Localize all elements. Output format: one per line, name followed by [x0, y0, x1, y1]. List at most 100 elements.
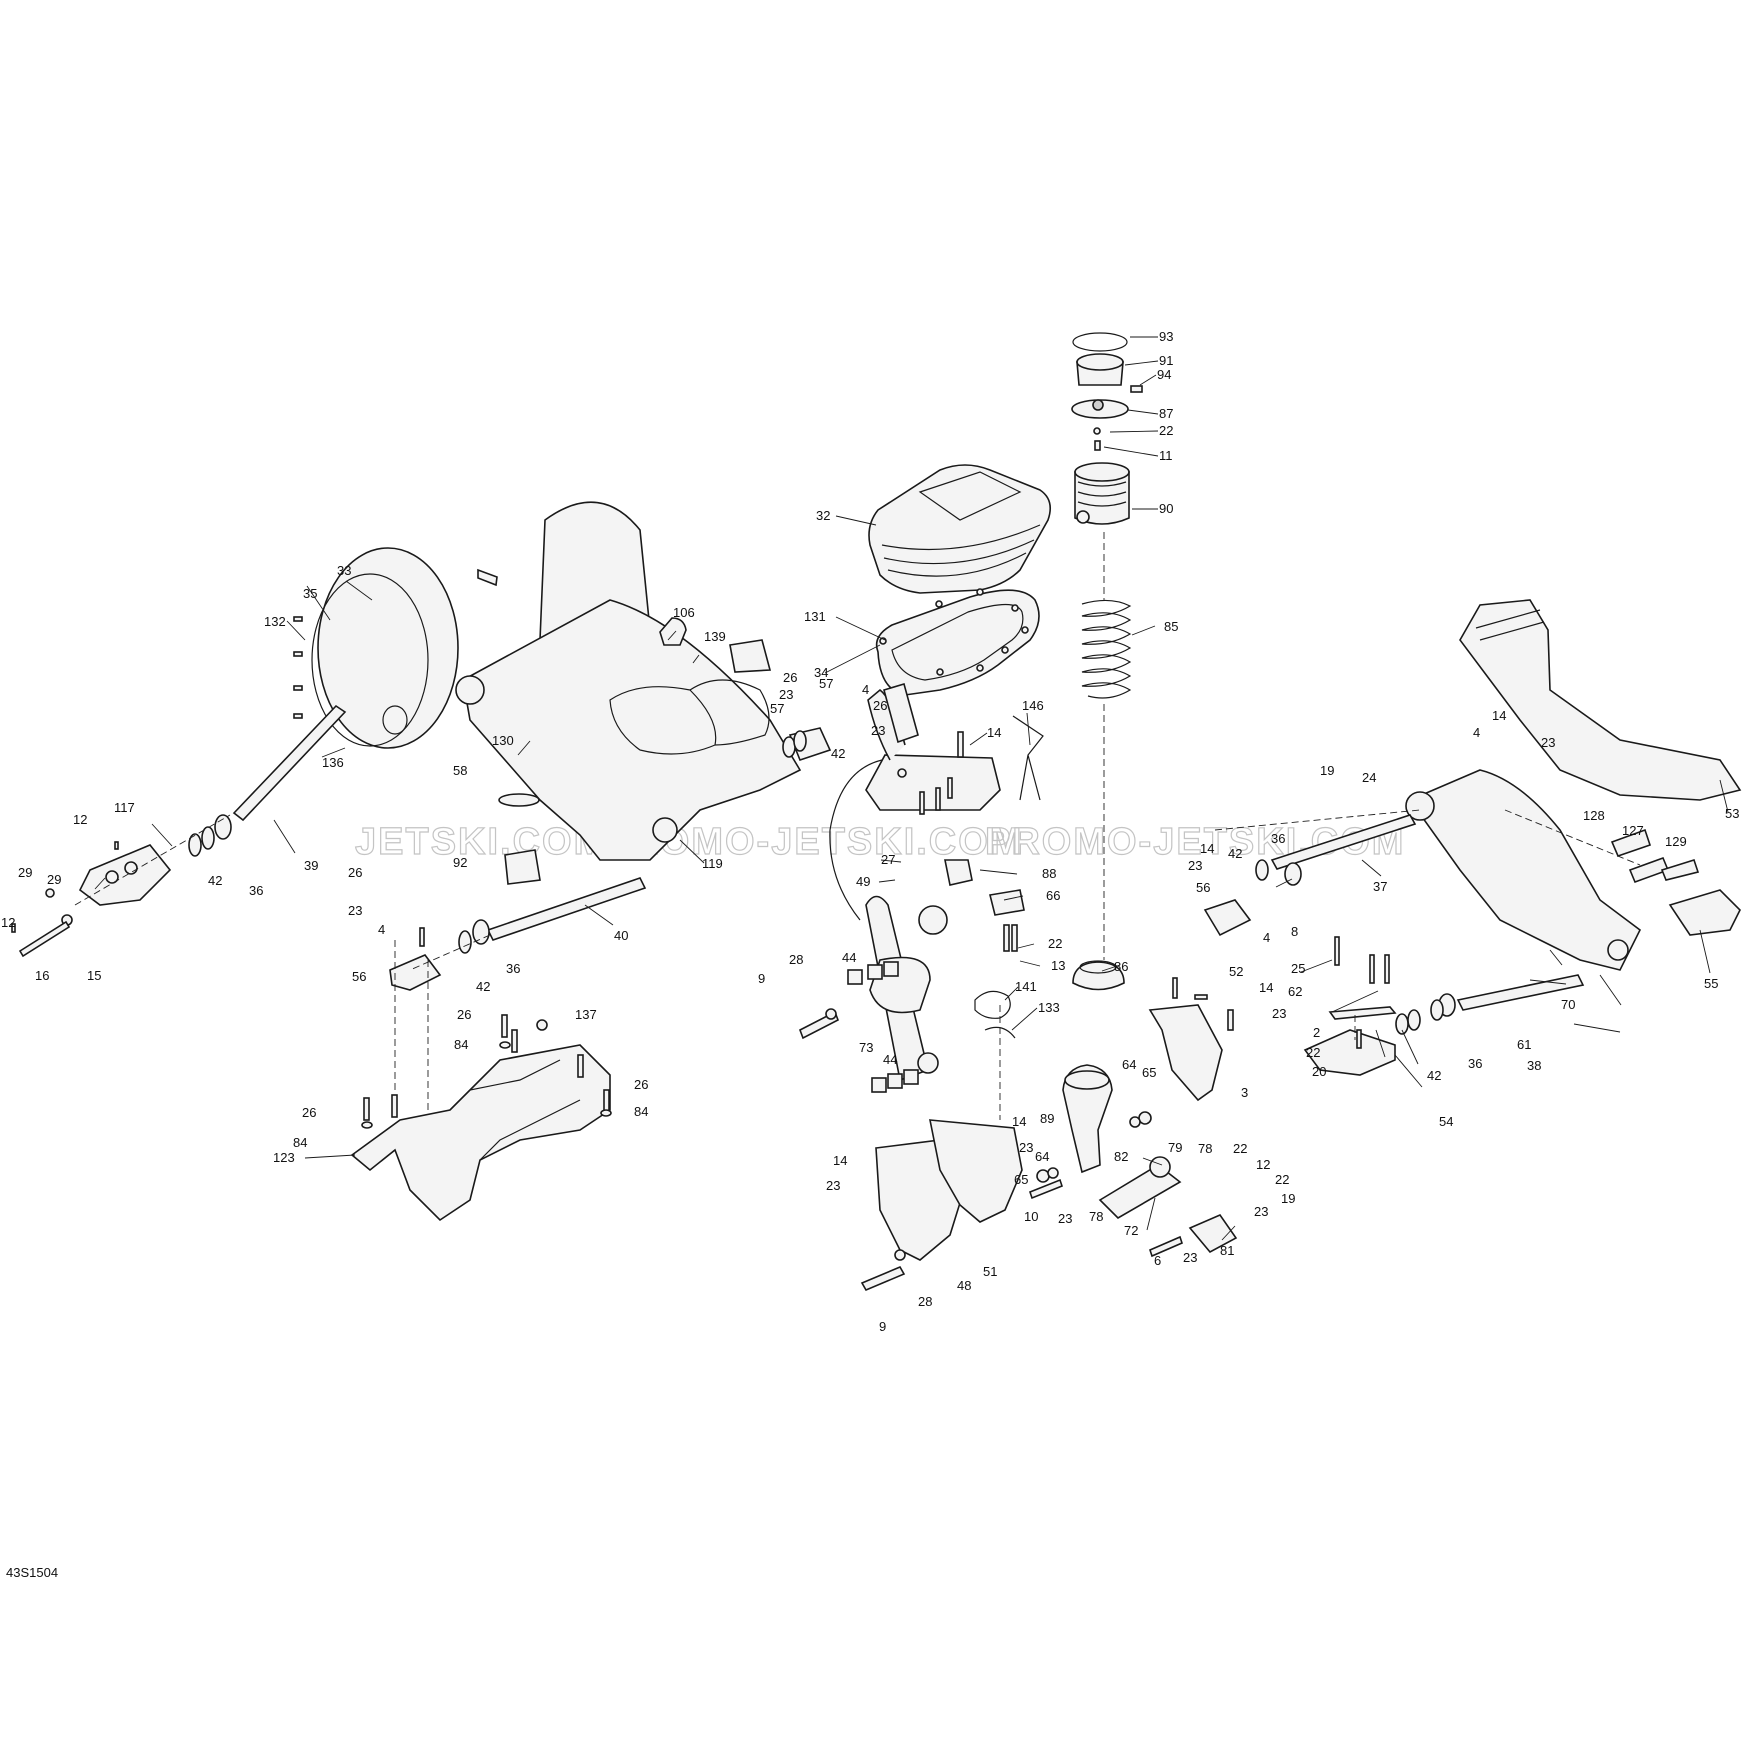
seal-42-d — [782, 736, 796, 758]
callout-label: 32 — [816, 508, 830, 523]
swing-arm-pivot-left — [455, 675, 485, 705]
callout-label: 10 — [1024, 1209, 1038, 1224]
seal-42-b — [188, 833, 202, 857]
cap-106 — [659, 617, 687, 646]
housing-90-port — [1076, 510, 1090, 524]
callout-label: 23 — [1183, 1250, 1197, 1265]
callout-label: 23 — [1254, 1204, 1268, 1219]
callout-label: 37 — [1373, 879, 1387, 894]
reservoir-line — [829, 759, 883, 921]
swing-arm-70-rear-pivot — [1607, 939, 1629, 961]
callout-label: 9 — [758, 971, 765, 986]
cover-32-opening — [918, 471, 1022, 521]
screw-12-b — [114, 841, 119, 850]
callout-label: 70 — [1561, 997, 1575, 1012]
callout-label: 23 — [1019, 1140, 1033, 1155]
swing-arm-pivot-right — [652, 817, 678, 843]
screws-132 — [293, 616, 303, 719]
bushing-64-left — [1047, 1167, 1059, 1179]
callout-label: 42 — [831, 746, 845, 761]
callout-label: 56 — [352, 969, 366, 984]
callout-label: 42 — [476, 979, 490, 994]
callout-label: 6 — [1154, 1253, 1161, 1268]
grommet-92 — [504, 849, 541, 885]
callout-label: 82 — [1114, 1149, 1128, 1164]
callout-label: 42 — [208, 873, 222, 888]
callout-label: 85 — [1164, 619, 1178, 634]
callout-label: 22 — [1233, 1141, 1247, 1156]
seal-42-f — [1255, 859, 1269, 881]
cover-32-ribs — [881, 524, 1041, 577]
shaft-38 — [1456, 974, 1585, 1011]
callout-label: 23 — [1541, 735, 1555, 750]
callout-label: 38 — [1527, 1058, 1541, 1073]
callout-label: 36 — [1468, 1056, 1482, 1071]
callout-label: 94 — [1157, 367, 1171, 382]
screw-12-a — [11, 923, 16, 933]
callout-label: 93 — [1159, 329, 1173, 344]
link-72 — [1098, 1164, 1182, 1220]
callout-label: 64 — [1122, 1057, 1136, 1072]
callout-label: 36 — [1271, 831, 1285, 846]
callout-label: 24 — [1362, 770, 1376, 785]
callout-label: 48 — [957, 1278, 971, 1293]
bolt-16 — [18, 920, 71, 958]
bearing-block-117 — [78, 844, 172, 906]
bracket-49 — [865, 754, 1001, 811]
cross-member-bolts-26 — [363, 1014, 610, 1121]
callout-label: 29 — [47, 872, 61, 887]
bearing-block-hole-2 — [124, 861, 138, 875]
grommet-upper — [729, 639, 772, 673]
shock-top-assembly — [1071, 332, 1143, 991]
callout-label: 8 — [1291, 924, 1298, 939]
callout-label: 78 — [1198, 1141, 1212, 1156]
callout-label: 26 — [873, 698, 887, 713]
callout-label: 141 — [1015, 979, 1037, 994]
lower-center-brackets — [860, 977, 1238, 1292]
bolt-6 — [1149, 1235, 1183, 1258]
fitting-139 — [477, 568, 498, 587]
callout-label: 28 — [789, 952, 803, 967]
cap-137 — [536, 1019, 548, 1031]
bracket-52 — [1148, 1004, 1223, 1102]
bushings-44 — [847, 961, 919, 1093]
callout-label: 12 — [1256, 1157, 1270, 1172]
swing-arm-70-pivot — [1405, 791, 1435, 821]
callout-label: 49 — [856, 874, 870, 889]
callout-label: 129 — [1665, 834, 1687, 849]
callout-label: 106 — [673, 605, 695, 620]
callout-label: 2 — [1313, 1025, 1320, 1040]
callout-label: 123 — [273, 1150, 295, 1165]
bushing-36-b — [472, 919, 490, 945]
figure-id: 43S1504 — [6, 1565, 59, 1580]
callout-label: 66 — [1046, 888, 1060, 903]
callout-label: 87 — [1159, 406, 1173, 421]
leader-lines — [94, 336, 1729, 1241]
callout-label: 52 — [1229, 964, 1243, 979]
seal-61 — [1430, 999, 1444, 1021]
clip-129 — [1660, 859, 1700, 881]
callout-label: 4 — [1263, 930, 1270, 945]
callout-label: 26 — [348, 865, 362, 880]
callout-label: 131 — [804, 609, 826, 624]
callout-label: 14 — [1200, 841, 1214, 856]
cover-assembly — [868, 464, 1051, 696]
callout-label: 36 — [506, 961, 520, 976]
bracket-54 — [1303, 1029, 1396, 1076]
callout-label: 36 — [249, 883, 263, 898]
washer-28-upper — [825, 1008, 837, 1020]
callout-label: 14 — [987, 725, 1001, 740]
seal-ring-35 — [311, 573, 429, 747]
callout-label: 12 — [1, 915, 15, 930]
callout-label: 53 — [1725, 806, 1739, 821]
callout-label: 20 — [1312, 1064, 1326, 1079]
damper-eye-lower — [917, 1052, 939, 1074]
callout-label: 119 — [702, 856, 723, 871]
callout-label: 61 — [1517, 1037, 1531, 1052]
callout-label: 9 — [879, 1319, 886, 1334]
callout-label: 117 — [114, 800, 135, 815]
callout-label: 91 — [1159, 353, 1173, 368]
callout-label: 25 — [1291, 961, 1305, 976]
rear-cover-53 — [1459, 599, 1742, 801]
